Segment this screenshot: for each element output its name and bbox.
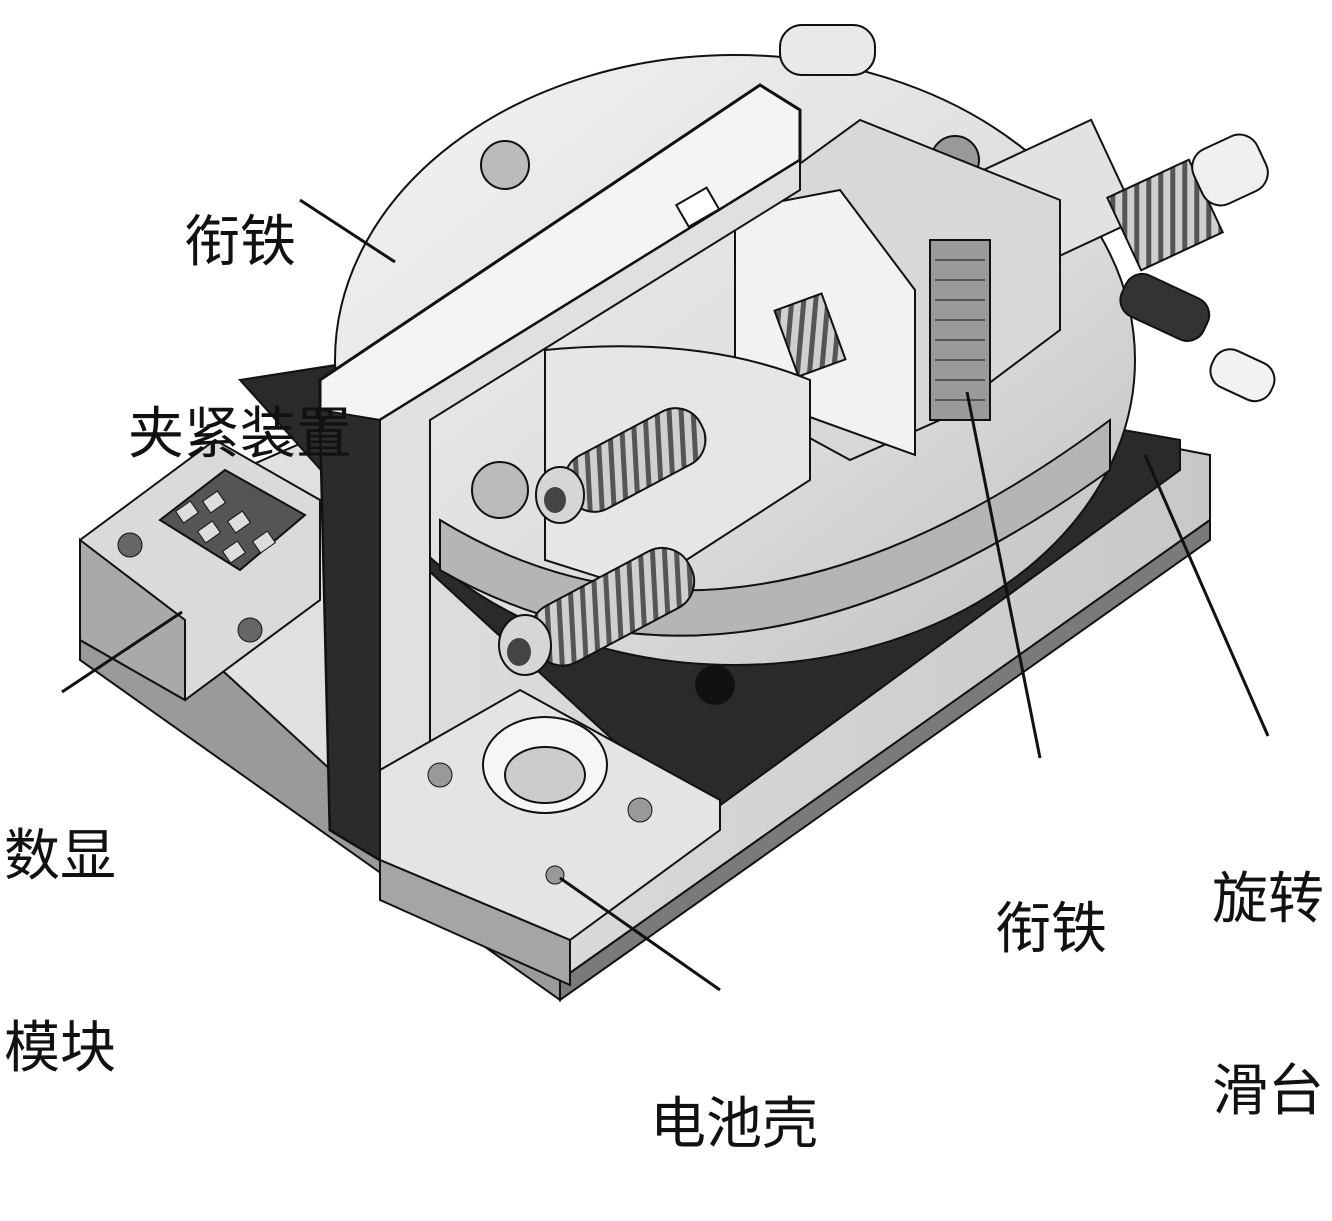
device-illustration	[61, 24, 1276, 1002]
right-pin	[1119, 272, 1276, 403]
label-armature-clamp: 衔铁 夹紧装置	[120, 83, 360, 531]
label-rotary-slide-line2: 滑台	[1212, 1059, 1324, 1124]
upper-front-screw	[535, 407, 707, 524]
lower-front-screw	[498, 547, 696, 676]
lamination-stack	[929, 239, 991, 421]
label-armature-line1: 衔铁	[995, 897, 1107, 962]
label-armature: 衔铁	[995, 770, 1107, 1026]
leader-digital-display	[61, 610, 183, 694]
leader-lines	[61, 198, 1270, 992]
leader-battery-case	[559, 876, 721, 992]
label-armature-clamp-line2: 夹紧装置	[128, 402, 352, 467]
label-rotary-slide-line1: 旋转	[1212, 867, 1324, 932]
label-digital-display-line2: 模块	[4, 1016, 116, 1081]
label-digital-display: 数显 模块	[4, 697, 116, 1145]
label-armature-clamp-line1: 衔铁	[184, 210, 296, 275]
top-knob	[779, 24, 876, 76]
digital-display-module	[79, 438, 321, 702]
battery-case	[379, 688, 721, 987]
leader-armature	[965, 391, 1042, 759]
leader-rotary-slide	[1143, 454, 1270, 737]
label-battery-case: 电池壳	[650, 965, 818, 1221]
device-diagram: 衔铁 夹紧装置 数显 模块 衔铁 旋转 滑台 电池壳	[4, 24, 1324, 1157]
label-rotary-slide: 旋转 滑台	[1212, 740, 1324, 1188]
right-adjust-screw	[981, 118, 1269, 272]
label-digital-display-line1: 数显	[4, 824, 116, 889]
label-battery-case-line1: 电池壳	[650, 1092, 818, 1157]
leader-armature-clamp	[299, 198, 396, 264]
